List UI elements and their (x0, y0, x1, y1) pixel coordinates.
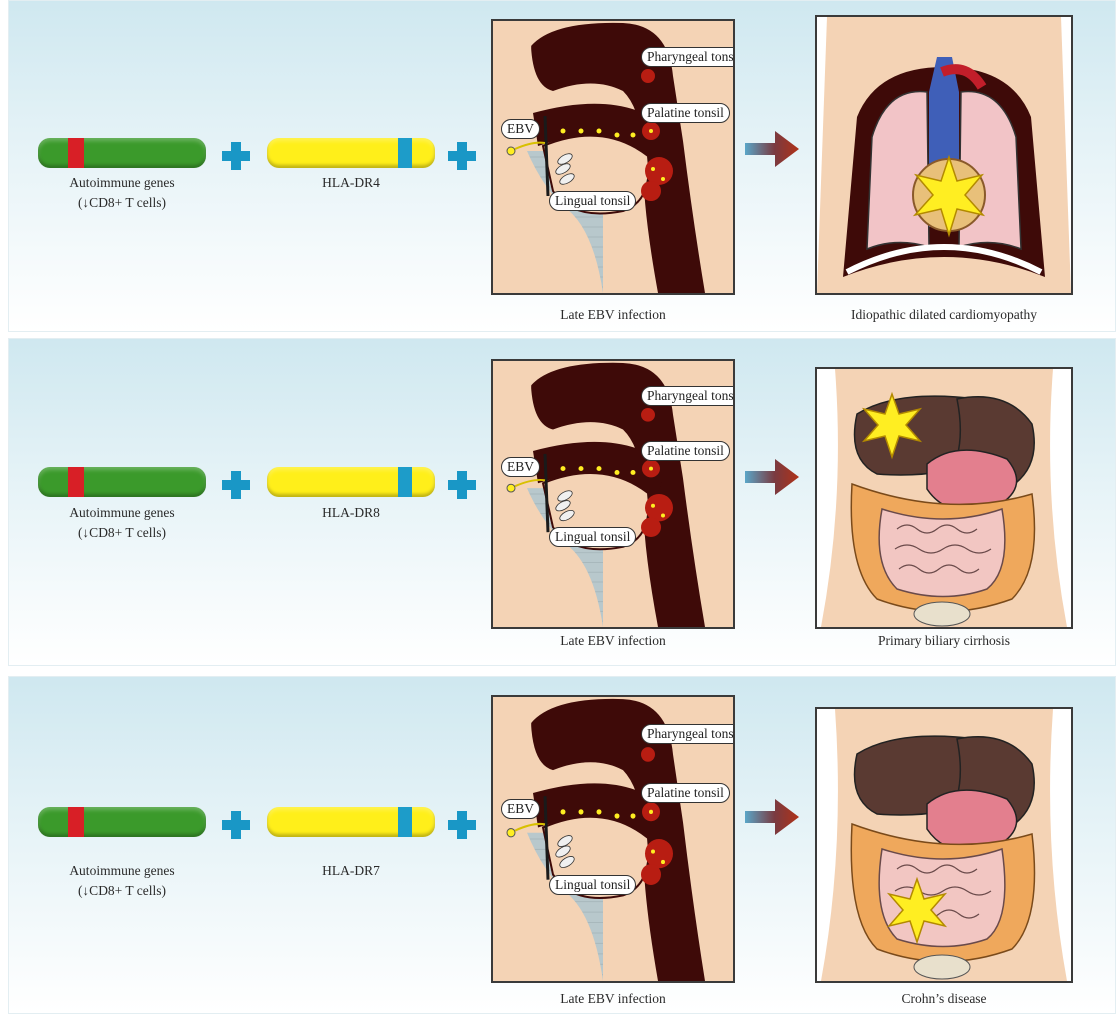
red-band (68, 467, 84, 497)
disease-label: Primary biliary cirrhosis (809, 631, 1079, 651)
hla-label: HLA-DR7 (267, 861, 435, 881)
red-band (68, 138, 84, 168)
infection-label: Late EBV infection (491, 305, 735, 325)
panel-biliary-cirrhosis: Autoimmune genes (↓CD8+ T cells) HLA-DR8… (8, 338, 1116, 666)
callout-pharyngeal-tonsil: Pharyngeal tonsil (641, 724, 735, 744)
callout-palatine-tonsil: Palatine tonsil (641, 783, 730, 803)
plus-icon (222, 811, 250, 839)
hla-label: HLA-DR4 (267, 173, 435, 193)
callout-ebv: EBV (501, 799, 540, 819)
blue-band (398, 467, 412, 497)
throat-diagram: Pharyngeal tonsil Palatine tonsil EBV Li… (491, 695, 735, 983)
blue-band (398, 138, 412, 168)
genes-label: Autoimmune genes (↓CD8+ T cells) (38, 861, 206, 901)
plus-icon (222, 471, 250, 499)
infection-label: Late EBV infection (491, 989, 735, 1009)
autoimmune-genes-bar (38, 807, 206, 837)
throat-diagram: Pharyngeal tonsil Palatine tonsil EBV Li… (491, 359, 735, 629)
plus-icon (448, 811, 476, 839)
throat-diagram: Pharyngeal tonsil Palatine tonsil EBV Li… (491, 19, 735, 295)
hla-bar (267, 807, 435, 837)
disease-label: Crohn’s disease (809, 989, 1079, 1009)
infection-label: Late EBV infection (491, 631, 735, 651)
callout-pharyngeal-tonsil: Pharyngeal tonsil (641, 386, 735, 406)
arrow-icon (745, 129, 799, 169)
callout-palatine-tonsil: Palatine tonsil (641, 441, 730, 461)
callout-ebv: EBV (501, 457, 540, 477)
disease-label: Idiopathic dilated cardiomyopathy (809, 305, 1079, 325)
abdomen-diagram (815, 367, 1073, 629)
callout-pharyngeal-tonsil: Pharyngeal tonsil (641, 47, 735, 67)
plus-icon (448, 471, 476, 499)
callout-palatine-tonsil: Palatine tonsil (641, 103, 730, 123)
plus-icon (222, 142, 250, 170)
abdomen-diagram (815, 707, 1073, 983)
callout-lingual-tonsil: Lingual tonsil (549, 875, 636, 895)
autoimmune-genes-bar (38, 138, 206, 168)
arrow-icon (745, 797, 799, 837)
arrow-icon (745, 457, 799, 497)
hla-bar (267, 138, 435, 168)
callout-lingual-tonsil: Lingual tonsil (549, 527, 636, 547)
autoimmune-genes-bar (38, 467, 206, 497)
hla-bar (267, 467, 435, 497)
callout-lingual-tonsil: Lingual tonsil (549, 191, 636, 211)
plus-icon (448, 142, 476, 170)
blue-band (398, 807, 412, 837)
hla-label: HLA-DR8 (267, 503, 435, 523)
genes-label: Autoimmune genes (↓CD8+ T cells) (38, 503, 206, 543)
red-band (68, 807, 84, 837)
genes-label: Autoimmune genes (↓CD8+ T cells) (38, 173, 206, 213)
panel-crohns: Autoimmune genes (↓CD8+ T cells) HLA-DR7… (8, 676, 1116, 1014)
callout-ebv: EBV (501, 119, 540, 139)
panel-cardiomyopathy: Autoimmune genes (↓CD8+ T cells) HLA-DR4… (8, 0, 1116, 332)
chest-diagram (815, 15, 1073, 295)
